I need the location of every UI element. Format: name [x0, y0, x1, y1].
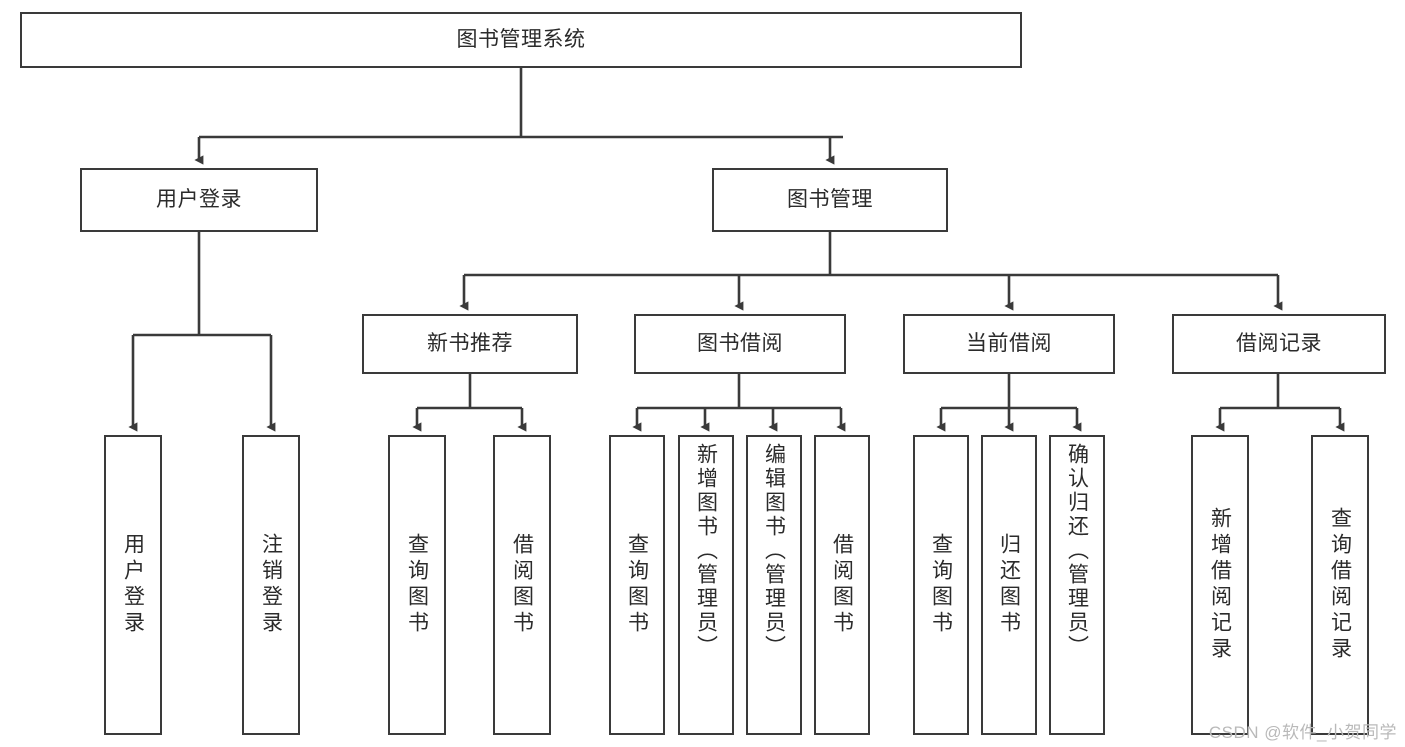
node-borrow-record[interactable]: 借阅记录 [1172, 314, 1386, 374]
node-current-borrow[interactable]: 当前借阅 [903, 314, 1115, 374]
leaf-query-borrow-record[interactable]: 查询借阅记录 [1311, 435, 1369, 735]
node-book-borrow-label: 图书借阅 [697, 332, 783, 356]
leaf-borrow-book-recommend-label: 借阅图书 [510, 533, 534, 637]
leaf-query-borrow-record-label: 查询借阅记录 [1328, 507, 1352, 663]
leaf-query-book-current-label: 查询图书 [929, 533, 953, 637]
leaf-add-borrow-record-label: 新增借阅记录 [1208, 507, 1232, 663]
node-root-label: 图书管理系统 [456, 28, 586, 52]
node-book-management[interactable]: 图书管理 [712, 168, 948, 232]
leaf-return-book-label: 归还图书 [997, 533, 1021, 637]
node-book-management-label: 图书管理 [787, 188, 873, 212]
leaf-add-borrow-record[interactable]: 新增借阅记录 [1191, 435, 1249, 735]
leaf-query-book-current[interactable]: 查询图书 [913, 435, 969, 735]
node-book-borrow[interactable]: 图书借阅 [634, 314, 846, 374]
leaf-return-book[interactable]: 归还图书 [981, 435, 1037, 735]
leaf-query-book-recommend[interactable]: 查询图书 [388, 435, 446, 735]
leaf-add-book-admin[interactable]: 新增图书（管理员） [678, 435, 734, 735]
node-borrow-record-label: 借阅记录 [1236, 332, 1322, 356]
leaf-user-login[interactable]: 用户登录 [104, 435, 162, 735]
leaf-logout[interactable]: 注销登录 [242, 435, 300, 735]
leaf-edit-book-admin[interactable]: 编辑图书（管理员） [746, 435, 802, 735]
leaf-add-book-admin-label: 新增图书（管理员） [694, 443, 718, 659]
node-new-book-recommend[interactable]: 新书推荐 [362, 314, 578, 374]
node-user-login-label: 用户登录 [156, 188, 242, 212]
leaf-user-login-label: 用户登录 [121, 533, 145, 637]
leaf-confirm-return-admin-label: 确认归还（管理员） [1065, 443, 1089, 659]
leaf-confirm-return-admin[interactable]: 确认归还（管理员） [1049, 435, 1105, 735]
leaf-borrow-book[interactable]: 借阅图书 [814, 435, 870, 735]
leaf-logout-label: 注销登录 [259, 533, 283, 637]
leaf-borrow-book-recommend[interactable]: 借阅图书 [493, 435, 551, 735]
leaf-query-book-recommend-label: 查询图书 [405, 533, 429, 637]
node-current-borrow-label: 当前借阅 [966, 332, 1052, 356]
leaf-edit-book-admin-label: 编辑图书（管理员） [762, 443, 786, 659]
node-user-login[interactable]: 用户登录 [80, 168, 318, 232]
leaf-query-book-borrow[interactable]: 查询图书 [609, 435, 665, 735]
leaf-borrow-book-label: 借阅图书 [830, 533, 854, 637]
node-root[interactable]: 图书管理系统 [20, 12, 1022, 68]
watermark: CSDN @软件_小贺同学 [1208, 723, 1397, 742]
node-new-book-recommend-label: 新书推荐 [427, 332, 513, 356]
leaf-query-book-borrow-label: 查询图书 [625, 533, 649, 637]
